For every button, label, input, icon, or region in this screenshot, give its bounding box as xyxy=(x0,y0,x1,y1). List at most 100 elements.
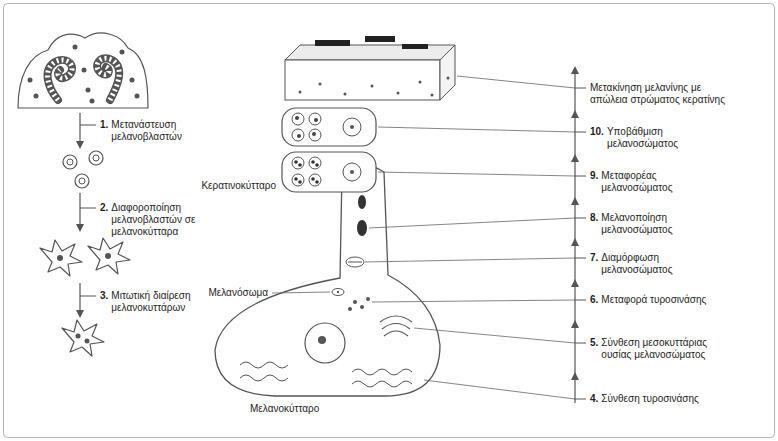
melanin-dot xyxy=(371,85,374,88)
callout-number: 1. xyxy=(100,119,108,131)
melanosome-cluster xyxy=(292,113,304,125)
melanin-dot xyxy=(299,91,302,94)
callout-number: 5. xyxy=(590,337,598,349)
callout-number: 6. xyxy=(590,294,598,306)
cell-nucleus xyxy=(105,253,111,259)
melanosome-cluster xyxy=(309,113,321,125)
endoplasmic-reticulum xyxy=(240,375,288,381)
arrow-head xyxy=(571,320,579,328)
melanocyte-small xyxy=(88,238,130,274)
skin-block-top xyxy=(285,45,455,60)
tissue-dot xyxy=(120,50,125,55)
endoplasmic-reticulum xyxy=(352,369,412,375)
skin-block-front xyxy=(285,60,440,100)
label-tick xyxy=(575,88,586,89)
tyrosinase-vesicle xyxy=(348,307,352,311)
step-label: Διαμόρφωση μελανοσώματος xyxy=(601,252,701,276)
label-group: Μελανοκύτταρο xyxy=(250,403,360,415)
callout-number: 8. xyxy=(590,212,598,224)
melanosome-cluster xyxy=(292,174,304,186)
arrow-head xyxy=(571,238,579,246)
step-label: Μελανοκύτταρο xyxy=(250,403,360,415)
leader-line xyxy=(414,328,575,343)
melanocyte xyxy=(215,165,440,396)
melanin-dot xyxy=(319,83,322,86)
step-label: Μελανόσωμα xyxy=(196,287,268,299)
melanosome xyxy=(358,195,366,209)
leader-line xyxy=(372,300,575,302)
label-tick xyxy=(80,296,96,297)
keratinocyte xyxy=(282,108,376,146)
melanosome xyxy=(332,289,344,296)
tissue-dot xyxy=(86,88,91,93)
label-group: 7.Διαμόρφωση μελανοσώματος xyxy=(590,252,701,276)
cell-nucleus xyxy=(343,163,361,181)
melanin-granule xyxy=(297,134,301,138)
endoplasmic-reticulum xyxy=(352,381,412,387)
cell-nucleus xyxy=(57,255,63,261)
arrow-head xyxy=(571,279,579,287)
label-group: Κερατινοκύτταρο xyxy=(186,180,276,192)
label-group: 1.Μετανάστευση μελανοβλαστών xyxy=(100,119,199,143)
leader-line xyxy=(365,258,575,262)
melanocyte-small xyxy=(40,240,82,276)
endoplasmic-reticulum xyxy=(240,362,288,368)
golgi xyxy=(380,316,412,322)
tissue-dot xyxy=(82,68,87,73)
melanoblast xyxy=(63,155,77,169)
label-group: 3.Μιτωτική διαίρεση μελανοκυττάρων xyxy=(100,290,199,314)
arrow-head xyxy=(571,110,579,118)
nucleolus xyxy=(350,125,354,129)
callout-number: 10. xyxy=(590,126,604,138)
melanoblast xyxy=(75,174,89,188)
melanosome-stripe xyxy=(348,262,362,263)
callout-number: 9. xyxy=(590,170,598,182)
tyrosinase-vesicle xyxy=(366,297,370,301)
melanin-dot xyxy=(344,93,347,96)
step-arrow xyxy=(79,113,80,141)
arrow-head xyxy=(76,224,84,232)
tissue-dot xyxy=(28,78,33,83)
keratin-scale xyxy=(315,40,350,46)
label-tick xyxy=(80,125,96,126)
leader-line xyxy=(424,380,575,399)
follicle-stripes xyxy=(97,58,119,100)
melanosome-cluster xyxy=(292,129,304,141)
skin-block-side xyxy=(440,45,455,100)
melanosome-cluster xyxy=(309,157,321,169)
follicle-tube xyxy=(48,60,73,100)
step-label: Υποβάθμιση μελανοσώματος xyxy=(607,126,707,150)
label-tick xyxy=(80,208,96,209)
melanin-dot xyxy=(447,77,450,80)
step-label: Μεταφορά τυροσινάσης xyxy=(601,294,761,306)
tyrosinase-vesicle xyxy=(360,305,364,309)
melanin-granule xyxy=(315,163,319,167)
label-tick xyxy=(575,399,586,400)
process-axis xyxy=(574,72,575,403)
label-tick xyxy=(575,258,586,259)
step-label: Μετανάστευση μελανοβλαστών xyxy=(111,119,199,143)
tissue-dot xyxy=(34,94,39,99)
leader-line xyxy=(378,127,575,132)
melanin-granule xyxy=(298,163,302,167)
nucleolus xyxy=(350,170,354,174)
melanosome-cluster xyxy=(309,129,321,141)
nucleolus xyxy=(318,336,326,344)
arrow-head xyxy=(76,310,84,318)
callout-number: 3. xyxy=(100,290,108,302)
step-label: Σύνθεση μεσοκυττάριας ουσίας μελανοσώματ… xyxy=(601,337,731,361)
tissue-dot xyxy=(73,45,78,50)
keratin-scale xyxy=(402,44,428,49)
follicle-tube xyxy=(97,58,119,100)
melanin-dot xyxy=(397,92,400,95)
step-label: Μεταφορέας μελανοσώματος xyxy=(601,170,701,194)
label-tick xyxy=(575,218,586,219)
cell-nucleus xyxy=(85,339,90,344)
melanoblast xyxy=(89,151,103,165)
melanin-granule xyxy=(298,180,302,184)
label-tick xyxy=(575,176,586,177)
golgi xyxy=(384,331,408,336)
arrow-head xyxy=(571,154,579,162)
melanosome-cluster xyxy=(292,157,304,169)
